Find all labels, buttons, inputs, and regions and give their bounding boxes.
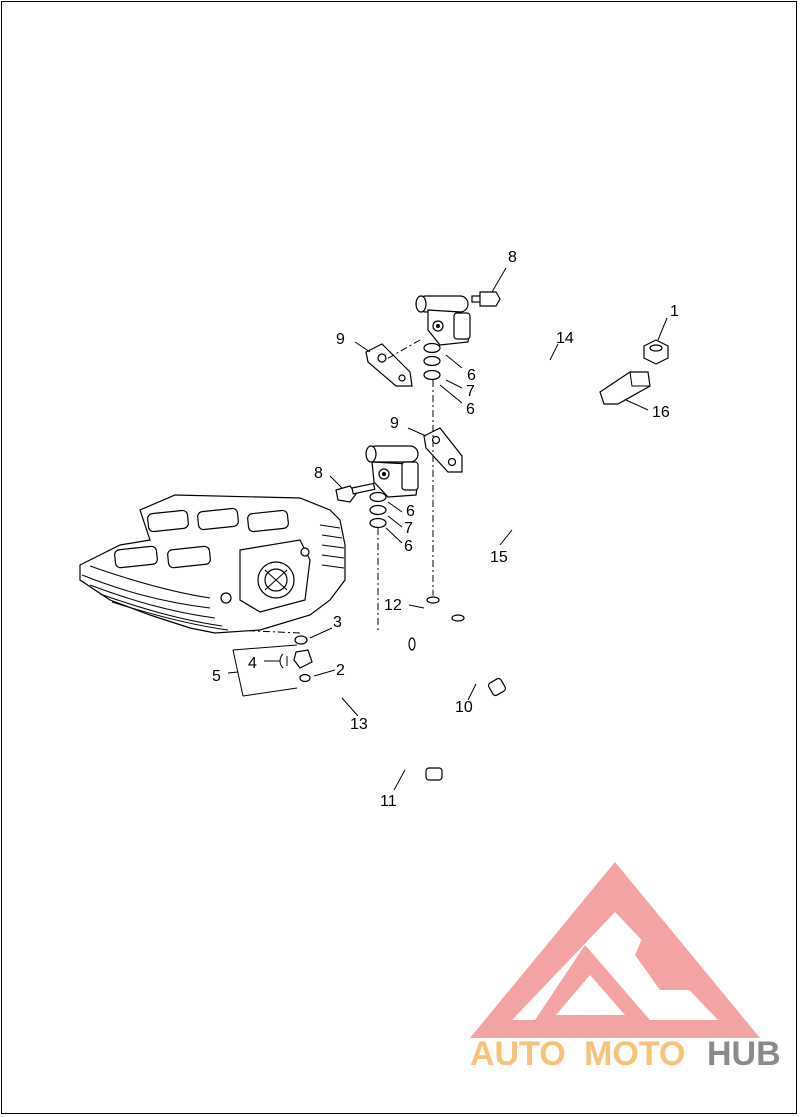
tee-fitting-12	[407, 595, 440, 652]
callout-1: 1	[670, 303, 679, 320]
gaskets-lower	[369, 491, 387, 529]
nut-1	[643, 339, 669, 365]
callout-16: 16	[652, 404, 670, 421]
lower-valve	[365, 445, 419, 498]
bolt-lower	[335, 482, 376, 503]
callout-6-upper-a: 6	[467, 367, 476, 384]
callout-7-upper: 7	[466, 383, 475, 400]
clip-16	[599, 371, 651, 405]
callout-9-lower: 9	[390, 415, 399, 432]
callout-6-upper-b: 6	[466, 401, 475, 418]
callout-5: 5	[212, 668, 221, 685]
hose-14	[449, 314, 672, 583]
hose-10	[451, 613, 507, 697]
callout-11: 11	[380, 793, 397, 810]
callout-6-lower-a: 6	[406, 503, 415, 520]
fitting-group	[232, 635, 313, 697]
callout-4: 4	[248, 655, 257, 672]
hose-11	[397, 647, 445, 781]
callout-2: 2	[336, 662, 345, 679]
callout-14: 14	[556, 330, 574, 347]
callout-12: 12	[384, 597, 402, 614]
upper-valve	[415, 295, 471, 346]
watermark-text-hub: HUB	[707, 1035, 781, 1073]
callout-3: 3	[333, 614, 342, 631]
callout-15: 15	[490, 549, 508, 566]
bolt-upper	[471, 291, 501, 307]
callout-8-lower: 8	[314, 465, 323, 482]
hose-13	[301, 631, 383, 706]
leader-lines	[227, 267, 668, 791]
cylinder-head	[79, 494, 346, 634]
callout-9-upper: 9	[336, 331, 345, 348]
bracket-lower	[423, 427, 463, 473]
watermark-logo	[470, 862, 760, 1038]
gaskets-upper	[423, 342, 441, 381]
hose-15	[414, 467, 652, 716]
callout-13: 13	[350, 716, 368, 733]
callout-10: 10	[455, 699, 473, 716]
watermark-text-moto: MOTO	[584, 1035, 685, 1073]
bracket-upper	[365, 343, 413, 387]
callout-8-upper: 8	[508, 249, 517, 266]
callout-7-lower: 7	[404, 520, 413, 537]
callout-6-lower-b: 6	[404, 538, 413, 555]
watermark-text-auto: AUTO	[470, 1035, 566, 1073]
